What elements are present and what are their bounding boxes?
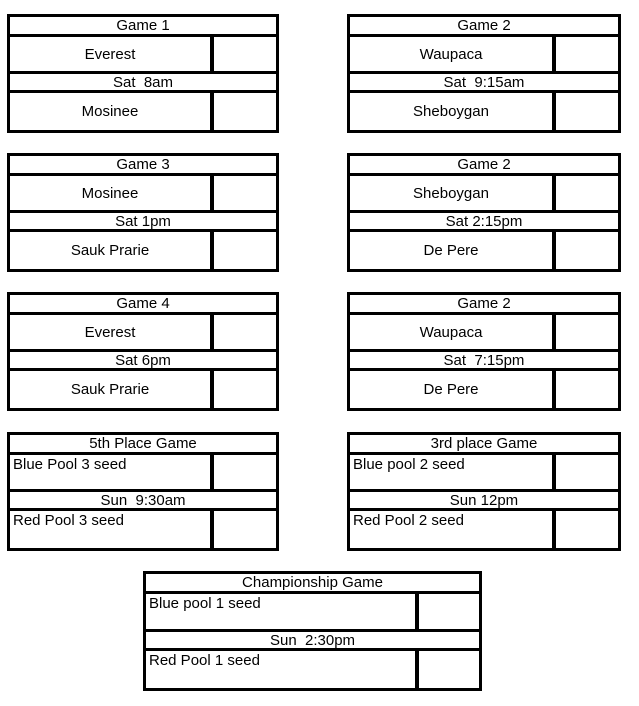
game-time: Sun 12pm xyxy=(350,492,618,512)
score-cell xyxy=(415,594,479,630)
game-time: Sun 9:30am xyxy=(10,492,276,512)
team-name-bottom: Mosinee xyxy=(81,103,139,121)
score-cell xyxy=(552,37,618,72)
game-title: Game 2 xyxy=(350,156,618,176)
team-name-top: Everest xyxy=(84,323,136,341)
score-cell xyxy=(552,455,618,490)
score-cell xyxy=(210,37,276,72)
team-name-top: Blue Pool 3 seed xyxy=(13,456,127,473)
game-title: Game 1 xyxy=(10,17,276,37)
score-cell xyxy=(415,651,479,688)
game-box-3: Game 3 Mosinee Sat 1pm Sauk Prarie xyxy=(7,153,279,272)
score-cell xyxy=(210,511,276,548)
game-box-2: Game 2 Waupaca Sat 9:15am Sheboygan xyxy=(347,14,621,133)
team-name-bottom: De Pere xyxy=(423,381,479,399)
score-cell xyxy=(552,315,618,350)
score-cell xyxy=(210,315,276,350)
team-name-bottom: Sauk Prarie xyxy=(70,381,150,399)
game-time: Sat 6pm xyxy=(10,352,276,372)
game-title: Game 4 xyxy=(10,295,276,315)
team-name-top: Waupaca xyxy=(419,45,483,63)
game-time: Sat 2:15pm xyxy=(350,213,618,233)
game-box-6: Game 2 Waupaca Sat 7:15pm De Pere xyxy=(347,292,621,411)
team-name-bottom: Red Pool 3 seed xyxy=(13,512,124,530)
team-name-top: Sheboygan xyxy=(413,184,489,202)
score-cell xyxy=(552,371,618,408)
score-cell xyxy=(210,93,276,130)
game-time: Sat 9:15am xyxy=(350,74,618,94)
score-cell xyxy=(552,511,618,548)
team-name-top: Mosinee xyxy=(81,184,139,202)
team-name-top: Everest xyxy=(84,45,136,63)
game-box-1: Game 1 Everest Sat 8am Mosinee xyxy=(7,14,279,133)
team-name-bottom: Red Pool 1 seed xyxy=(149,652,260,670)
team-name-top: Waupaca xyxy=(419,323,483,341)
team-name-bottom: Sheboygan xyxy=(413,103,489,121)
score-cell xyxy=(552,176,618,211)
game-title: 5th Place Game xyxy=(10,435,276,455)
game-time: Sat 8am xyxy=(10,74,276,94)
score-cell xyxy=(210,232,276,269)
score-cell xyxy=(210,371,276,408)
team-name-top: Blue pool 1 seed xyxy=(149,595,261,612)
game-title: 3rd place Game xyxy=(350,435,618,455)
score-cell xyxy=(552,232,618,269)
score-cell xyxy=(210,176,276,211)
game-title: Game 2 xyxy=(350,295,618,315)
game-box-3rd-place: 3rd place Game Blue pool 2 seed Sun 12pm… xyxy=(347,432,621,551)
game-box-championship: Championship Game Blue pool 1 seed Sun 2… xyxy=(143,571,482,691)
team-name-bottom: Red Pool 2 seed xyxy=(353,512,464,530)
game-title: Championship Game xyxy=(146,574,479,594)
team-name-bottom: De Pere xyxy=(423,242,479,260)
game-box-5: Game 4 Everest Sat 6pm Sauk Prarie xyxy=(7,292,279,411)
game-time: Sat 7:15pm xyxy=(350,352,618,372)
game-title: Game 2 xyxy=(350,17,618,37)
team-name-bottom: Sauk Prarie xyxy=(70,242,150,260)
score-cell xyxy=(552,93,618,130)
game-time: Sat 1pm xyxy=(10,213,276,233)
game-box-5th-place: 5th Place Game Blue Pool 3 seed Sun 9:30… xyxy=(7,432,279,551)
team-name-top: Blue pool 2 seed xyxy=(353,456,465,473)
score-cell xyxy=(210,455,276,490)
game-box-4: Game 2 Sheboygan Sat 2:15pm De Pere xyxy=(347,153,621,272)
game-time: Sun 2:30pm xyxy=(146,632,479,652)
game-title: Game 3 xyxy=(10,156,276,176)
